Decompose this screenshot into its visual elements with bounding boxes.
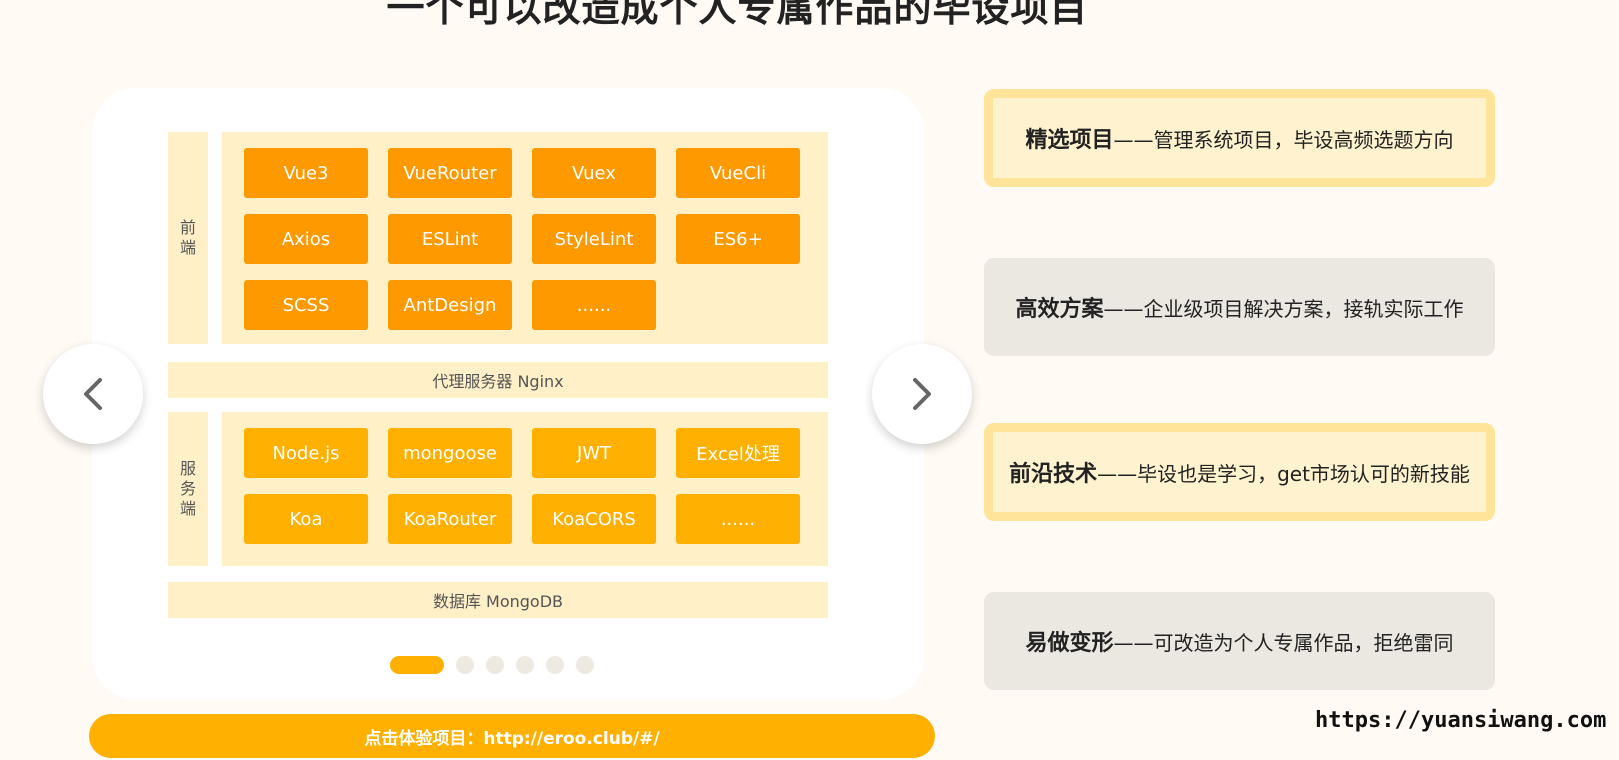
- chip-scss: SCSS: [244, 280, 368, 330]
- chip-koarouter: KoaRouter: [388, 494, 512, 544]
- chip-frontend-more: ......: [532, 280, 656, 330]
- chip-koacors: KoaCORS: [532, 494, 656, 544]
- chip-nodejs: Node.js: [244, 428, 368, 478]
- chip-antdesign: AntDesign: [388, 280, 512, 330]
- frontend-panel: Vue3 VueRouter Vuex VueCli Axios ESLint …: [222, 132, 828, 344]
- backend-panel: Node.js mongoose JWT Excel处理 Koa KoaRout…: [222, 412, 828, 566]
- chip-eslint: ESLint: [388, 214, 512, 264]
- backend-side-label: 服务端: [168, 412, 208, 566]
- carousel-dot-4[interactable]: [516, 656, 534, 674]
- carousel-prev-button[interactable]: [43, 344, 143, 444]
- feature-desc: ——管理系统项目，毕设高频选题方向: [1113, 127, 1454, 152]
- proxy-bar: 代理服务器 Nginx: [168, 362, 828, 398]
- carousel-dot-6[interactable]: [576, 656, 594, 674]
- feature-desc: ——企业级项目解决方案，接轨实际工作: [1103, 296, 1464, 321]
- feature-card-1: 精选项目——管理系统项目，毕设高频选题方向: [984, 89, 1495, 187]
- feature-card-3: 前沿技术——毕设也是学习，get市场认可的新技能: [984, 423, 1495, 521]
- chip-backend-more: ......: [676, 494, 800, 544]
- carousel-dots: [390, 656, 594, 674]
- chevron-left-icon: [84, 378, 102, 410]
- feature-title: 精选项目: [1025, 128, 1114, 153]
- frontend-side-label: 前端: [168, 132, 208, 344]
- carousel-dot-3[interactable]: [486, 656, 504, 674]
- feature-card-2: 高效方案——企业级项目解决方案，接轨实际工作: [984, 258, 1495, 356]
- database-bar: 数据库 MongoDB: [168, 582, 828, 618]
- page-title: 一个可以改造成个人专属作品的毕设项目: [386, 0, 1089, 30]
- try-project-button[interactable]: 点击体验项目：http://eroo.club/#/: [89, 714, 935, 758]
- chip-vuecli: VueCli: [676, 148, 800, 198]
- feature-desc: ——毕设也是学习，get市场认可的新技能: [1097, 461, 1470, 486]
- chip-koa: Koa: [244, 494, 368, 544]
- feature-title: 前沿技术: [1009, 462, 1098, 487]
- carousel-next-button[interactable]: [872, 344, 972, 444]
- chip-stylelint: StyleLint: [532, 214, 656, 264]
- feature-title: 高效方案: [1015, 297, 1104, 322]
- carousel-dot-1[interactable]: [390, 656, 444, 674]
- feature-title: 易做变形: [1025, 631, 1114, 656]
- chip-axios: Axios: [244, 214, 368, 264]
- chip-vuerouter: VueRouter: [388, 148, 512, 198]
- chip-vuex: Vuex: [532, 148, 656, 198]
- chip-excel: Excel处理: [676, 428, 800, 478]
- watermark-url: https://yuansiwang.com: [1315, 708, 1607, 733]
- chip-es6: ES6+: [676, 214, 800, 264]
- chevron-right-icon: [913, 378, 931, 410]
- chip-mongoose: mongoose: [388, 428, 512, 478]
- feature-desc: ——可改造为个人专属作品，拒绝雷同: [1113, 630, 1454, 655]
- tech-stack-card: 前端 Vue3 VueRouter Vuex VueCli Axios ESLi…: [92, 88, 924, 700]
- feature-card-4: 易做变形——可改造为个人专属作品，拒绝雷同: [984, 592, 1495, 690]
- carousel-dot-5[interactable]: [546, 656, 564, 674]
- carousel-dot-2[interactable]: [456, 656, 474, 674]
- chip-vue3: Vue3: [244, 148, 368, 198]
- chip-jwt: JWT: [532, 428, 656, 478]
